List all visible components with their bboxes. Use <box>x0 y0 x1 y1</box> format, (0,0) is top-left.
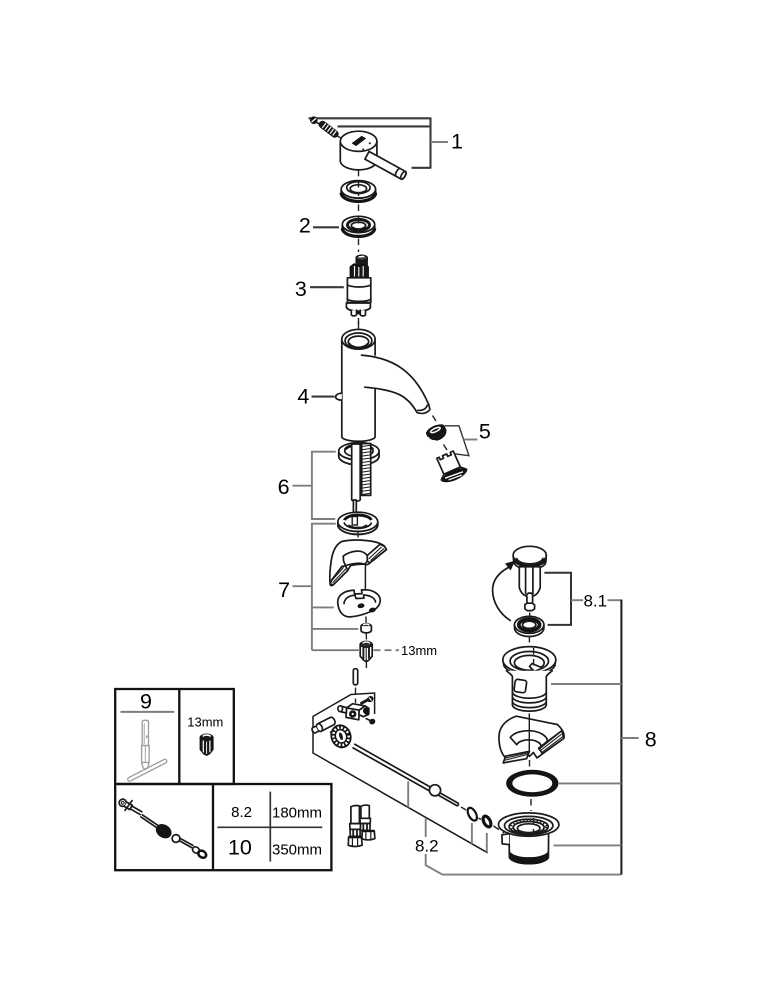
svg-text:6: 6 <box>278 475 290 499</box>
svg-text:9: 9 <box>140 690 152 714</box>
svg-text:2: 2 <box>299 213 311 237</box>
svg-text:8.2: 8.2 <box>231 804 252 821</box>
svg-text:7: 7 <box>278 578 290 602</box>
svg-text:13mm: 13mm <box>187 715 223 730</box>
svg-text:350mm: 350mm <box>272 842 322 859</box>
svg-text:5: 5 <box>479 420 491 444</box>
svg-text:180mm: 180mm <box>272 804 322 821</box>
svg-text:8.2: 8.2 <box>415 837 439 856</box>
svg-text:8.1: 8.1 <box>583 591 607 610</box>
svg-text:10: 10 <box>228 836 252 860</box>
svg-text:13mm: 13mm <box>401 643 437 658</box>
svg-text:3: 3 <box>295 277 307 301</box>
svg-text:8: 8 <box>645 728 657 752</box>
svg-text:1: 1 <box>451 130 463 154</box>
svg-text:4: 4 <box>297 385 309 409</box>
